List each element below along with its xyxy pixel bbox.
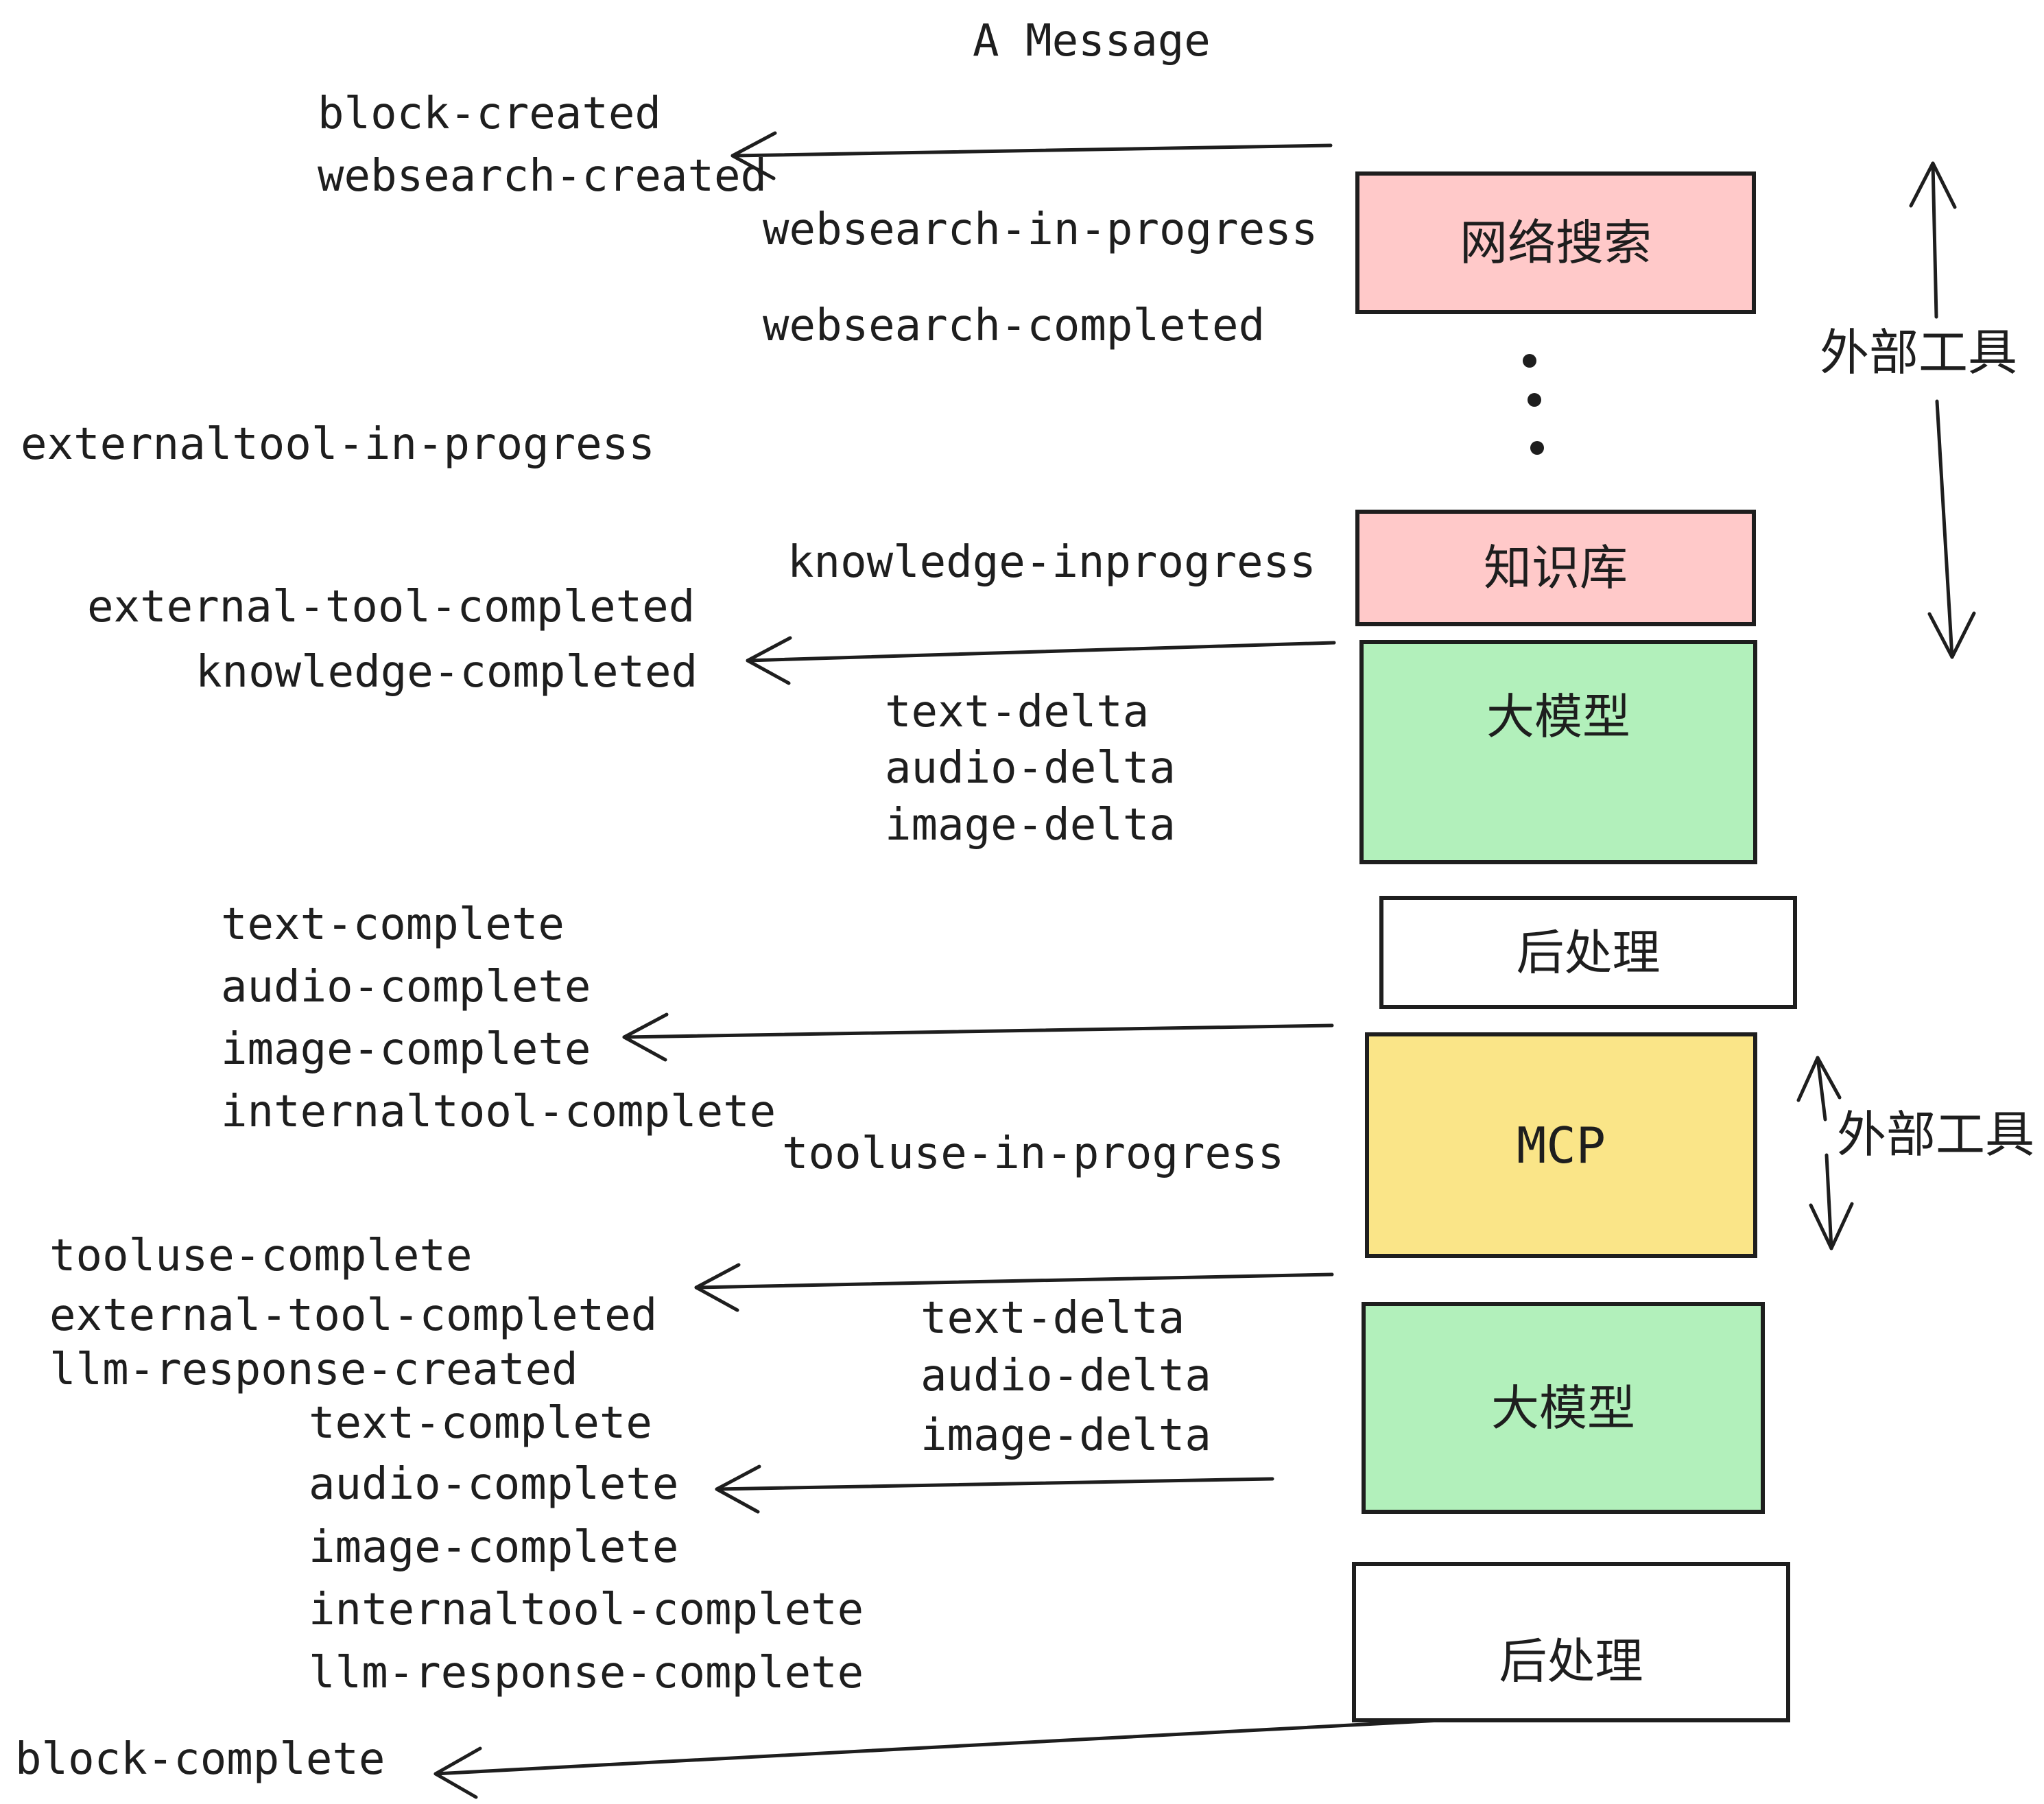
event-label-image-complete-2: image-complete xyxy=(309,1522,679,1573)
arrow-websearch-to-created xyxy=(730,131,1333,180)
box-llm-1: 大模型 xyxy=(1359,640,1757,864)
event-label-tooluse-in-progress: tooluse-in-progress xyxy=(782,1128,1285,1179)
box-post-2-label: 后处理 xyxy=(1499,1633,1643,1689)
side-label-external-tools-top: 外部工具 xyxy=(1820,324,2018,381)
box-websearch: 网络搜索 xyxy=(1355,171,1756,314)
event-label-external-tool-completed-2: external-tool-completed xyxy=(49,1290,658,1341)
event-label-text-complete-2: text-complete xyxy=(309,1398,652,1449)
box-post-2: 后处理 xyxy=(1352,1562,1790,1722)
double-arrow-external-tools-top xyxy=(1909,161,1976,659)
event-label-image-complete: image-complete xyxy=(221,1024,591,1075)
arrow-mcp-to-tooluse-complete xyxy=(694,1263,1334,1312)
box-llm-2-label: 大模型 xyxy=(1491,1379,1635,1436)
event-label-llm-response-complete: llm-response-complete xyxy=(309,1648,864,1698)
event-label-image-delta-2: image-delta xyxy=(920,1410,1211,1461)
event-label-externaltool-in-progress: externaltool-in-progress xyxy=(21,419,655,470)
box-mcp: MCP xyxy=(1365,1032,1757,1258)
event-label-audio-complete-2: audio-complete xyxy=(309,1459,679,1510)
event-label-knowledge-inprogress: knowledge-inprogress xyxy=(787,537,1316,588)
event-label-block-created: block-created xyxy=(318,88,661,139)
event-label-audio-delta-2: audio-delta xyxy=(920,1351,1211,1401)
event-label-knowledge-completed: knowledge-completed xyxy=(195,647,698,698)
box-post-1: 后处理 xyxy=(1379,896,1797,1009)
event-label-text-complete: text-complete xyxy=(221,899,565,950)
page-title: A Message xyxy=(973,16,1211,67)
event-label-text-delta-2: text-delta xyxy=(920,1293,1185,1344)
event-label-internaltool-complete-2: internaltool-complete xyxy=(309,1585,864,1635)
event-label-websearch-created: websearch-created xyxy=(318,151,768,202)
arrow-post1-to-complete-list xyxy=(622,1012,1334,1062)
arrow-llm2-to-audio-complete xyxy=(715,1464,1274,1514)
side-label-external-tools-mcp: 外部工具 xyxy=(1837,1106,2035,1163)
box-knowledge: 知识库 xyxy=(1355,510,1756,626)
double-arrow-external-tools-mcp xyxy=(1796,1056,1854,1250)
event-label-external-tool-completed: external-tool-completed xyxy=(87,582,696,632)
event-label-audio-complete: audio-complete xyxy=(221,962,591,1012)
box-llm-2: 大模型 xyxy=(1362,1302,1765,1514)
event-label-audio-delta: audio-delta xyxy=(885,743,1176,794)
event-label-websearch-in-progress: websearch-in-progress xyxy=(763,204,1318,255)
ellipsis-dots xyxy=(1523,354,1544,455)
event-label-internaltool-complete: internaltool-complete xyxy=(221,1087,776,1137)
event-label-block-complete: block-complete xyxy=(15,1734,385,1785)
event-label-text-delta: text-delta xyxy=(885,687,1150,737)
event-label-tooluse-complete: tooluse-complete xyxy=(49,1231,473,1281)
box-websearch-label: 网络搜索 xyxy=(1460,215,1652,271)
event-label-websearch-completed: websearch-completed xyxy=(763,300,1265,351)
box-knowledge-label: 知识库 xyxy=(1484,540,1628,596)
event-label-llm-response-created: llm-response-created xyxy=(49,1344,578,1395)
box-mcp-label: MCP xyxy=(1516,1116,1606,1174)
event-label-image-delta: image-delta xyxy=(885,800,1176,851)
box-llm-1-label: 大模型 xyxy=(1486,688,1630,745)
box-post-1-label: 后处理 xyxy=(1516,924,1661,981)
arrow-post2-to-block-complete xyxy=(433,1718,1442,1799)
arrow-knowledge-to-completed xyxy=(746,636,1336,685)
